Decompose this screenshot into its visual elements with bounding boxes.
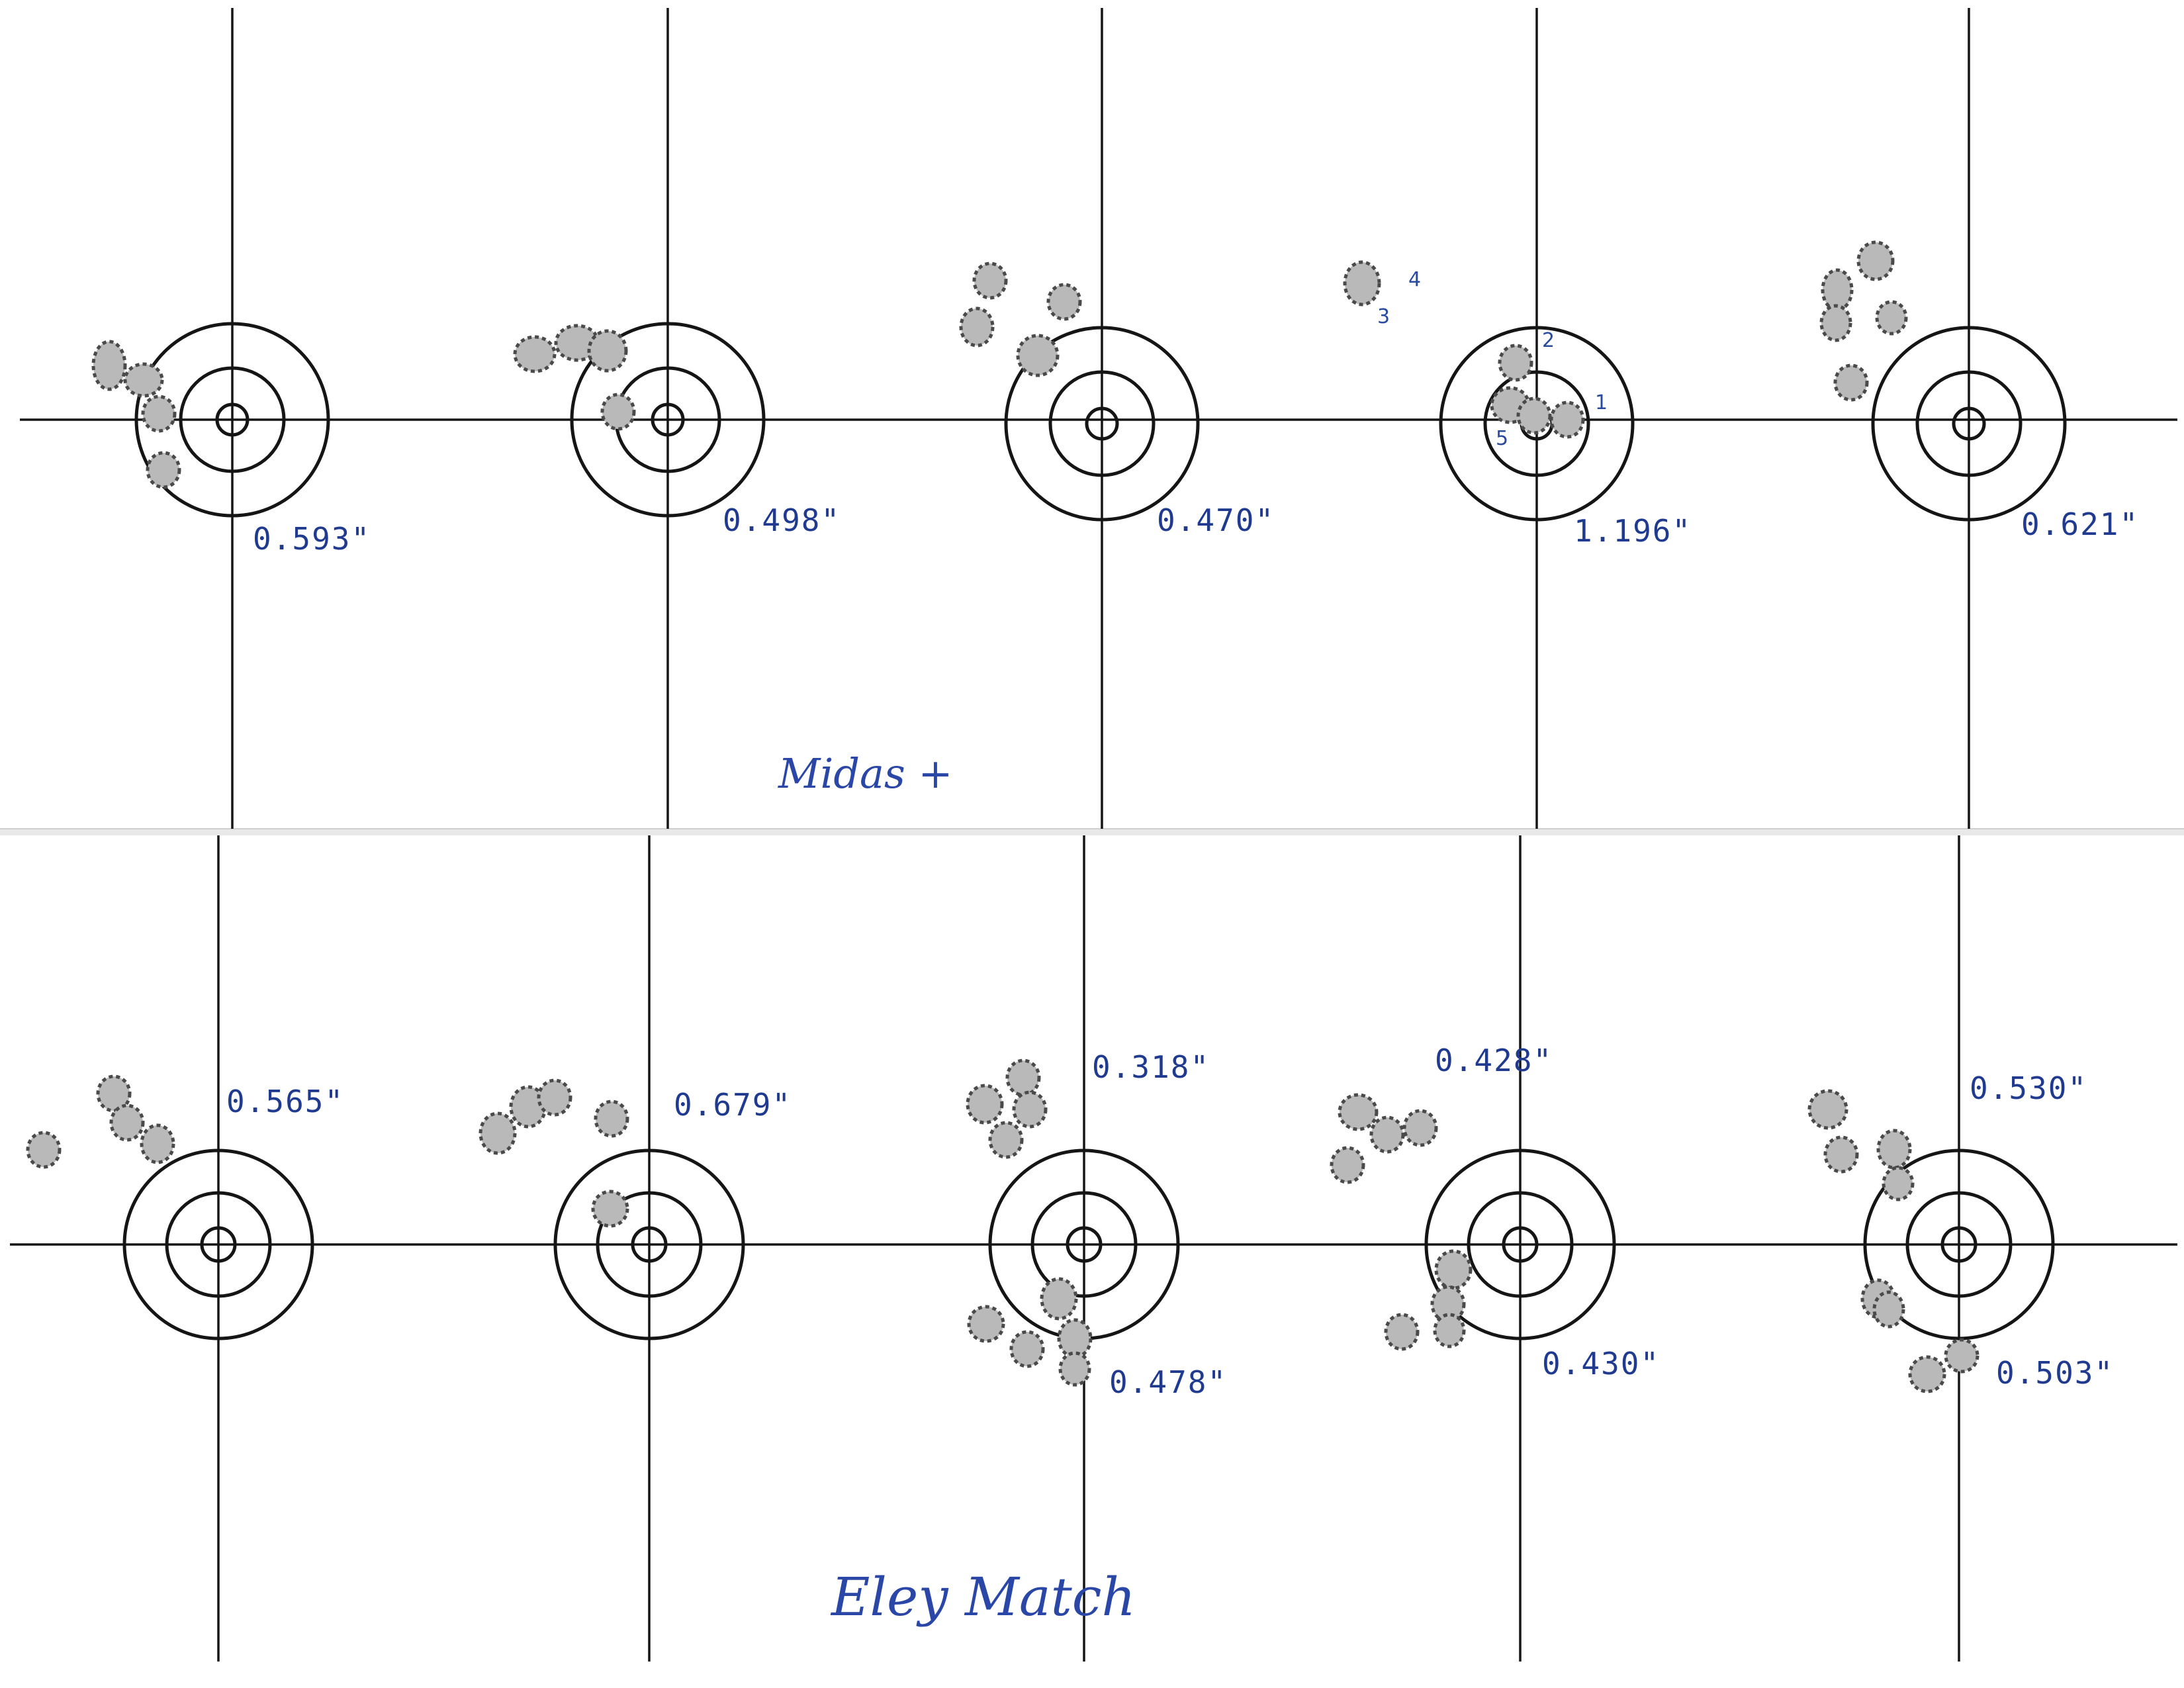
bullseye-target [1863, 1149, 2055, 1340]
bullet-hole-group [967, 1277, 1093, 1387]
sheet-eley-match: 0.565" 0.679" 0.318" [10, 835, 2177, 1662]
group-size-label: 0.530" [1970, 1070, 2087, 1106]
bullseye-target [553, 1149, 745, 1340]
sheet-seam [0, 829, 2184, 835]
shot-number: 2 [1542, 329, 1555, 352]
bullseye-target [1004, 326, 1200, 522]
group-size-label: 0.428" [1435, 1043, 1553, 1078]
bullet-hole-group [91, 340, 181, 489]
bullseye-target [1424, 1149, 1616, 1340]
bullet-hole-group [1343, 260, 1585, 439]
bullet-hole-group [1384, 1249, 1473, 1351]
group-size-label: 0.478" [1109, 1364, 1227, 1400]
shot-number: 4 [1408, 268, 1421, 291]
group-size-label: 0.593" [253, 521, 371, 557]
bullet-hole-group [26, 1074, 175, 1169]
shot-number: 1 [1595, 391, 1608, 414]
bullet-hole-group [513, 324, 636, 431]
bullseye-target [134, 322, 330, 518]
bullet-hole-group [1819, 240, 1908, 402]
sheet-title: Midas + [778, 749, 952, 798]
bullseye-target [122, 1149, 314, 1340]
group-size-label: 0.503" [1996, 1355, 2114, 1391]
sheet-title: Eley Match [830, 1566, 1136, 1628]
bullet-hole-group [1807, 1089, 1915, 1201]
group-size-label: 1.196" [1574, 513, 1692, 549]
group-size-label: 0.565" [226, 1084, 344, 1119]
group-size-label: 0.470" [1157, 502, 1275, 538]
group-size-label: 0.430" [1542, 1346, 1660, 1382]
group-size-label: 0.318" [1092, 1049, 1210, 1085]
shot-number: 5 [1496, 427, 1508, 450]
group-size-label: 0.679" [674, 1087, 792, 1123]
sheet-midas-plus: 0.593" 0.498" 0.470" [20, 8, 2177, 829]
bullet-hole-group [1330, 1093, 1438, 1184]
bullet-hole-group [1860, 1278, 1979, 1393]
bullet-hole-group [478, 1078, 629, 1228]
bullet-hole-group [959, 261, 1082, 377]
shot-number: 3 [1377, 305, 1390, 328]
group-size-label: 0.498" [723, 502, 841, 538]
bullseye-target [1871, 326, 2067, 522]
bullet-hole-group [966, 1058, 1048, 1159]
group-size-label: 0.621" [2021, 506, 2139, 542]
